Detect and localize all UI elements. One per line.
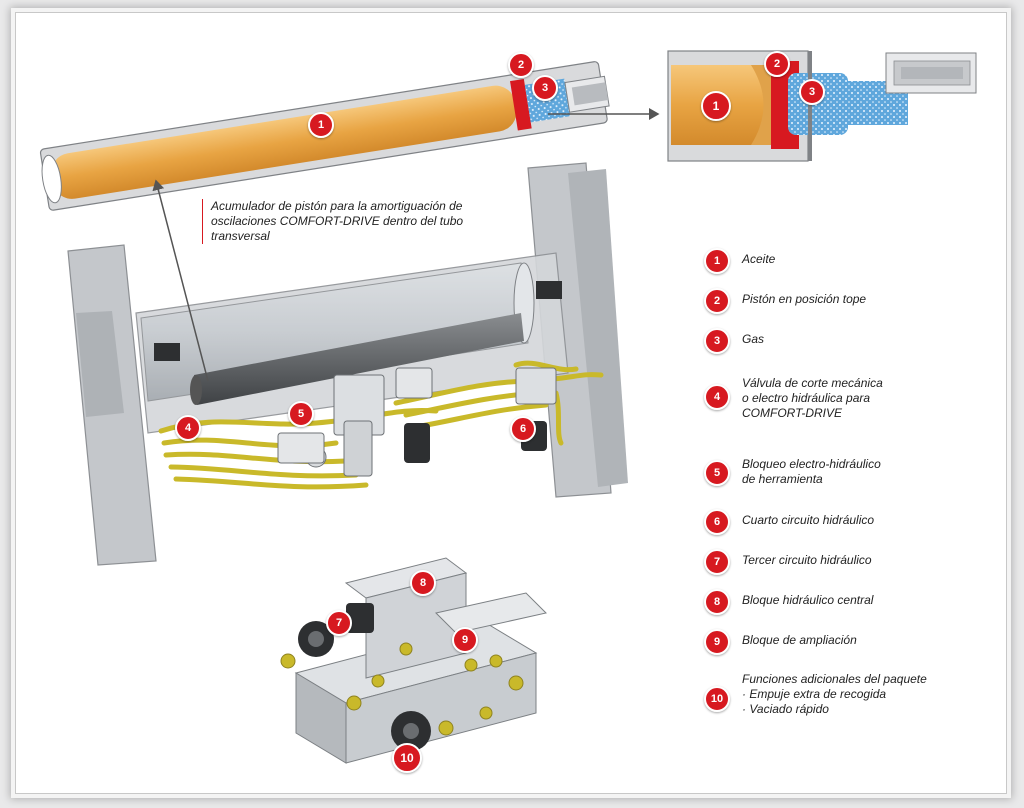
legend-badge: 4 [704, 384, 730, 410]
badge-central-block: 8 [410, 570, 436, 596]
legend-label: Pistón en posición tope [742, 292, 867, 306]
legend-badge: 9 [704, 629, 730, 655]
legend-badge: 8 [704, 589, 730, 615]
callout-arrow [152, 179, 209, 382]
badge-zoom-piston: 2 [764, 51, 790, 77]
legend-label: Válvula de corte mecánica o electro hidr… [742, 376, 883, 420]
legend-badge: 3 [704, 328, 730, 354]
legend-label: Bloqueo electro-hidráulico de herramient… [742, 457, 881, 486]
diagram-frame: 1 2 3 1 2 3 4 5 6 7 8 9 10 Acumulador de… [15, 12, 1007, 794]
accumulator-callout: Acumulador de pistón para la amortiguaci… [202, 199, 501, 244]
zoom-detail [667, 50, 977, 162]
badge-third-circuit: 7 [326, 610, 352, 636]
legend-badge: 6 [704, 509, 730, 535]
legend-label: Tercer circuito hidráulico [742, 553, 872, 567]
badge-tube-oil: 1 [308, 112, 334, 138]
legend-label: Bloque hidráulico central [742, 593, 874, 607]
badge-expansion-block: 9 [452, 627, 478, 653]
badge-zoom-oil: 1 [701, 91, 731, 121]
legend-badge: 2 [704, 288, 730, 314]
legend-label: Funciones adicionales del paquete · Empu… [742, 672, 927, 716]
legend-label: Cuarto circuito hidráulico [742, 513, 875, 527]
legend-badge: 7 [704, 549, 730, 575]
badge-extra-functions: 10 [392, 743, 422, 773]
legend-badge: 1 [704, 248, 730, 274]
badge-tube-piston: 2 [508, 52, 534, 78]
badge-tube-gas: 3 [532, 75, 558, 101]
technical-illustration [39, 50, 977, 764]
badge-shutoff-valve: 4 [175, 415, 201, 441]
hydraulic-hoses [158, 360, 604, 490]
badge-tool-lock: 5 [288, 401, 314, 427]
legend-badge: 10 [704, 686, 730, 712]
legend-label: Aceite [742, 252, 776, 266]
legend-label: Gas [742, 332, 765, 346]
legend-label: Bloque de ampliación [742, 633, 857, 647]
badge-fourth-circuit: 6 [510, 416, 536, 442]
legend-badge: 5 [704, 460, 730, 486]
badge-zoom-gas: 3 [799, 79, 825, 105]
